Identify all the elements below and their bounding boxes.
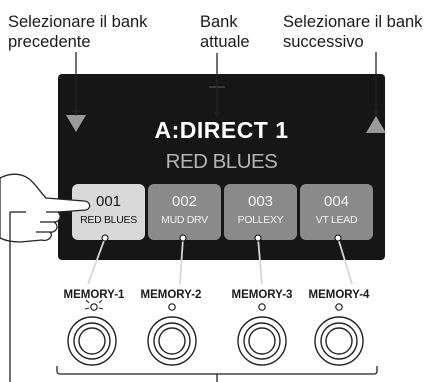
patch-name: MUD DRV <box>161 214 208 226</box>
footswitch-label-memory-2: MEMORY-2 <box>140 289 202 301</box>
footswitch-memory-3[interactable] <box>237 316 287 366</box>
led-indicators <box>90 303 343 311</box>
patch-connector-lines <box>87 237 353 285</box>
patch-tile-1[interactable]: 001 RED BLUES <box>72 184 145 240</box>
footswitch-memory-2[interactable] <box>147 316 197 366</box>
patch-connector-dots <box>101 234 342 242</box>
triangle-down-icon[interactable] <box>66 115 86 132</box>
callout-current-bank: Bank attuale <box>200 12 250 52</box>
footswitch-label-memory-3: MEMORY-3 <box>231 289 293 301</box>
callout-next-bank-line1: Selezionare il bank <box>283 13 423 31</box>
callout-previous-bank-line2: precedente <box>8 33 91 51</box>
patch-number: 001 <box>95 193 122 210</box>
patch-number: 002 <box>171 193 198 210</box>
patch-name: RED BLUES <box>80 214 137 226</box>
arrow-head-icon <box>73 110 79 116</box>
arrow-head-icon <box>373 110 379 116</box>
patch-tile-2[interactable]: 002 MUD DRV <box>148 184 221 240</box>
pointing-hand-icon <box>0 173 91 243</box>
triangle-up-icon[interactable] <box>366 116 386 133</box>
callout-current-bank-line2: attuale <box>200 33 250 51</box>
patch-tile-3[interactable]: 003 POLLEXY <box>224 184 297 240</box>
footswitch-memory-4[interactable] <box>314 316 364 366</box>
callout-current-bank-line1: Bank <box>200 13 238 31</box>
led-lit-rays <box>84 299 104 310</box>
arrow-head-icon <box>214 112 220 118</box>
patch-number: 003 <box>247 193 274 210</box>
patch-name: VT LEAD <box>315 214 358 226</box>
patch-name: POLLEXY <box>237 214 284 226</box>
callout-previous-bank: Selezionare il bank precedente <box>8 12 147 52</box>
callout-leader-lines <box>75 52 377 112</box>
bank-name: A:DIRECT 1 <box>154 117 289 143</box>
footswitch-label-memory-4: MEMORY-4 <box>308 289 370 301</box>
footswitch-label-memory-1: MEMORY-1 <box>63 289 125 301</box>
callout-next-bank: Selezionare il bank successivo <box>283 12 422 52</box>
bottom-bracket-lines <box>9 211 378 382</box>
current-patch-name: RED BLUES <box>165 150 278 173</box>
footswitch-memory-1[interactable] <box>67 316 117 366</box>
callout-next-bank-line2: successivo <box>283 33 364 51</box>
patch-tile-4[interactable]: 004 VT LEAD <box>300 184 373 240</box>
patch-number: 004 <box>323 193 350 210</box>
callout-previous-bank-line1: Selezionare il bank <box>8 13 148 31</box>
